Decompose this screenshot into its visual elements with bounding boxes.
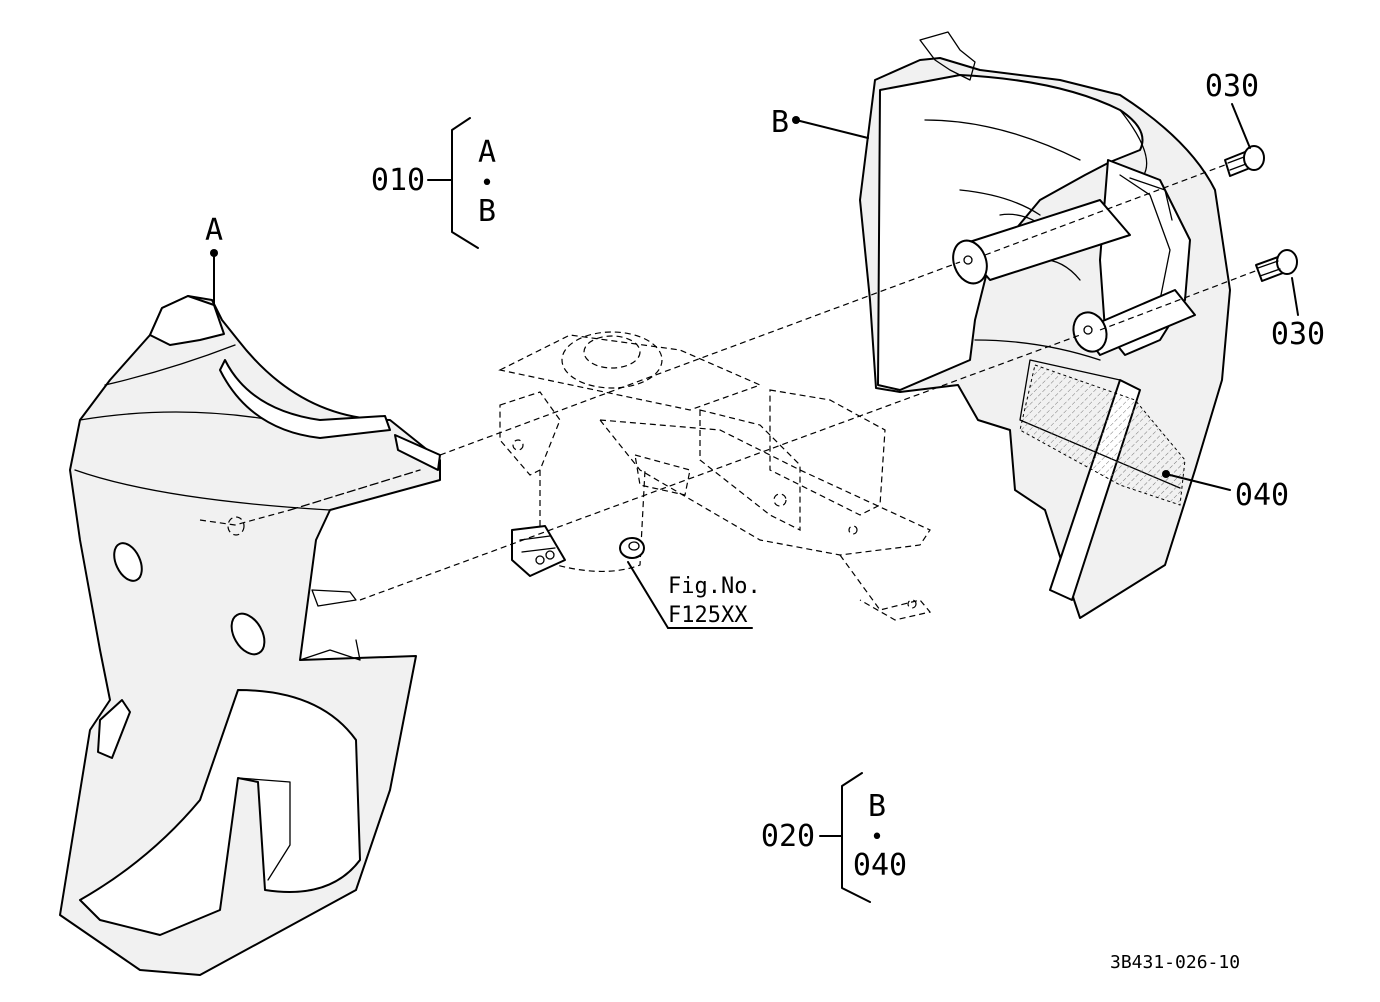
label-part-020-ref-dot: • [870,825,883,850]
label-ref-b: B [771,105,789,140]
label-part-030-top: 030 [1205,69,1259,104]
callout-fig-no: Fig.No. F125XX [627,561,761,629]
callout-010: 010 A • B [371,117,496,249]
screw-030-top[interactable] [1224,145,1265,177]
assembly-lines [199,164,1259,601]
right-cover-panel[interactable] [859,31,1231,619]
label-fig-no-title: Fig.No. [668,574,761,599]
callout-ref-b: B [771,105,869,140]
label-fig-no-value: F125XX [668,603,748,628]
label-part-010-ref-top: A [478,135,496,170]
callout-ref-a: A [205,213,223,306]
callout-020: 020 B • 040 [761,772,907,903]
warning-label-040[interactable] [1019,364,1186,506]
label-part-010: 010 [371,163,425,198]
callout-030-top: 030 [1205,69,1259,149]
label-part-040: 040 [1235,478,1289,513]
callout-040: 040 [1162,470,1289,513]
label-ref-a: A [205,213,223,248]
label-part-020: 020 [761,819,815,854]
label-part-010-ref-bottom: B [478,194,496,229]
screw-030-bottom[interactable] [1255,249,1298,282]
left-cover-panel[interactable] [59,295,441,976]
callout-030-bottom: 030 [1271,277,1325,352]
label-part-010-ref-dot: • [480,171,493,196]
label-part-020-ref-top: B [868,789,886,824]
label-part-020-ref-bottom: 040 [853,848,907,883]
drawing-code: 3B431-026-10 [1110,952,1240,973]
label-part-030-bottom: 030 [1271,317,1325,352]
center-frame-mount-block [511,525,645,577]
